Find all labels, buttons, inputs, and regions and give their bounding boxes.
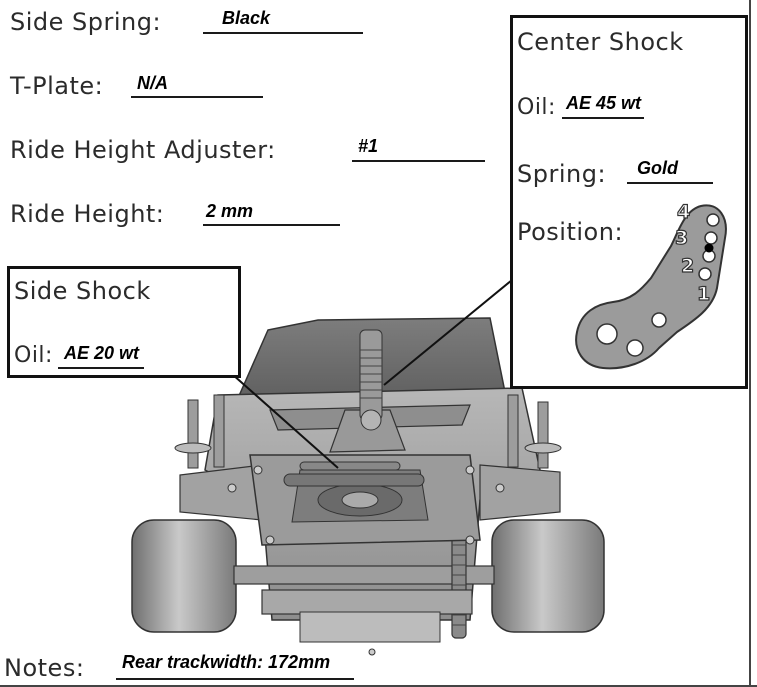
t-plate-value[interactable]: N/A (137, 73, 168, 93)
position-4-label: 4 (677, 201, 690, 223)
side-shock-oil-value[interactable]: AE 20 wt (64, 343, 140, 363)
ride-height-value[interactable]: 2 mm (206, 201, 254, 221)
center-shock-position-label: Position: (517, 218, 624, 246)
center-shock-box: Center Shock Oil: AE 45 wt Spring: Gold … (510, 15, 748, 389)
side-spring-label: Side Spring: (10, 8, 162, 36)
notes-line (116, 678, 354, 680)
side-shock-box: Side Shock Oil: AE 20 wt (7, 266, 241, 378)
page-bottom-border (0, 685, 757, 687)
notes-value[interactable]: Rear trackwidth: 172mm (122, 652, 331, 672)
ride-height-line (203, 224, 340, 226)
side-spring-value[interactable]: Black (222, 8, 271, 28)
ride-height-adjuster-label: Ride Height Adjuster: (10, 136, 276, 164)
side-shock-title: Side Shock (14, 277, 151, 305)
center-shock-title: Center Shock (517, 28, 684, 56)
position-2-label: 2 (681, 255, 694, 277)
ride-height-adjuster-line (352, 160, 485, 162)
t-plate-line (131, 96, 263, 98)
position-3-label: 3 (675, 227, 688, 249)
ride-height-adjuster-value[interactable]: #1 (358, 136, 379, 156)
side-shock-oil-label: Oil: (14, 343, 53, 368)
ride-height-label: Ride Height: (10, 200, 165, 228)
notes-label: Notes: (4, 654, 85, 682)
side-spring-line (203, 32, 363, 34)
position-numbers: 4 3 2 1 (674, 200, 710, 305)
center-shock-spring-label: Spring: (517, 160, 607, 188)
center-shock-spring-line (627, 182, 713, 184)
t-plate-label: T-Plate: (10, 72, 104, 100)
center-shock-oil-line (562, 117, 644, 119)
side-shock-oil-line (58, 367, 144, 369)
center-shock-oil-label: Oil: (517, 95, 556, 120)
center-shock-spring-value[interactable]: Gold (637, 158, 678, 178)
center-shock-oil-value[interactable]: AE 45 wt (566, 93, 642, 113)
shock-mount-bracket-illustration (575, 204, 727, 370)
page-right-border (749, 0, 757, 687)
position-1-label: 1 (697, 283, 710, 305)
